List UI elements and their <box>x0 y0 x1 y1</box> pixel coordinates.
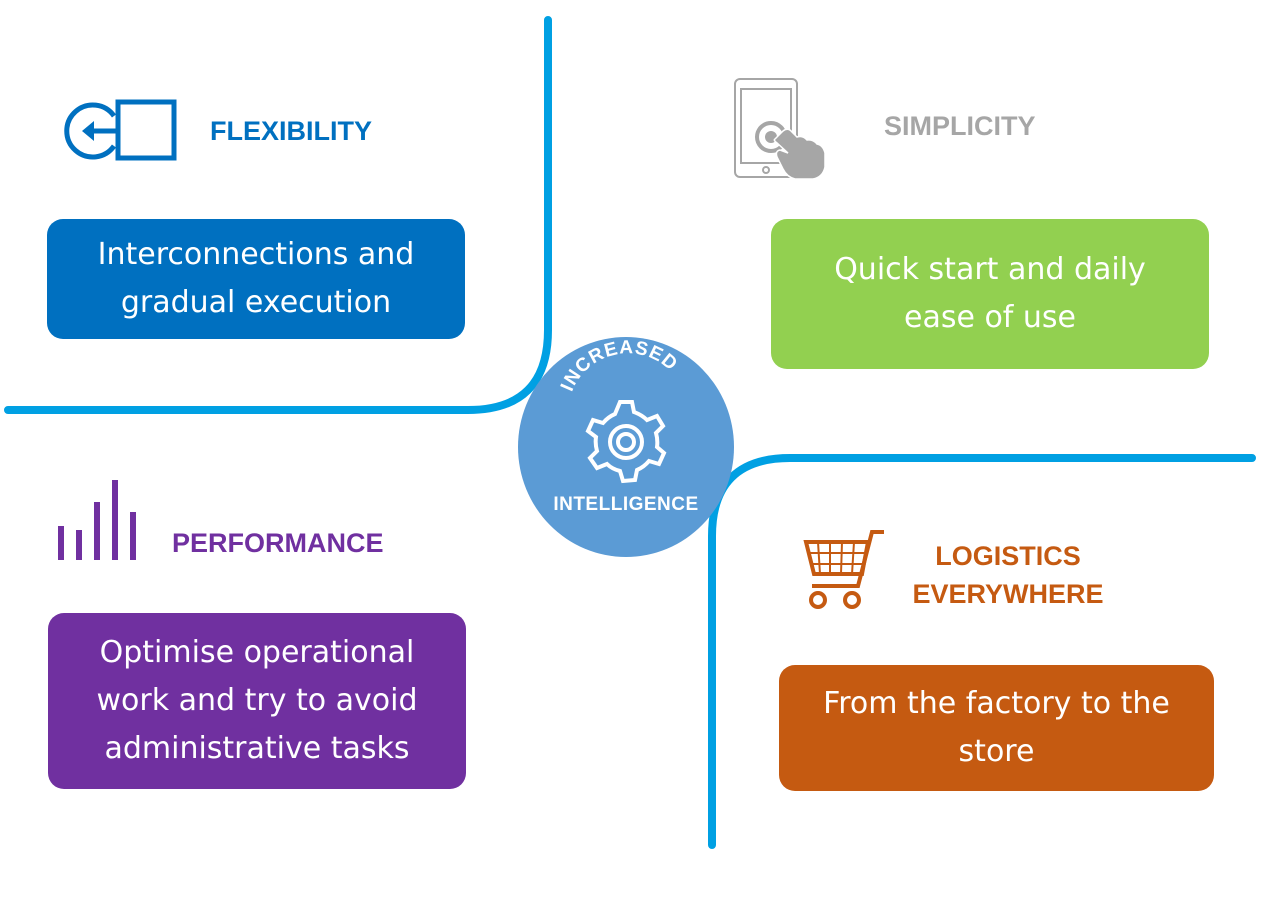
center-hub: INCREASED INTELLIGENCE <box>518 337 734 557</box>
shopping-cart-icon <box>803 530 884 609</box>
hub-bottom-text: INTELLIGENCE <box>553 494 698 515</box>
tablet-touch-icon <box>734 78 826 180</box>
logistics-title-line1: LOGISTICS <box>935 541 1081 571</box>
login-arrow-icon <box>64 99 177 161</box>
divider-bottom-right <box>708 454 1256 849</box>
performance-card: Optimise operational work and try to avo… <box>48 613 466 789</box>
flexibility-description: Interconnections and gradual execution <box>97 237 415 320</box>
logistics-title-line2: EVERYWHERE <box>912 579 1104 609</box>
logistics-description: From the factory to the store <box>823 686 1170 769</box>
logistics-card: From the factory to the store <box>779 665 1214 791</box>
flexibility-card: Interconnections and gradual execution <box>47 219 465 339</box>
gear-icon <box>585 400 667 484</box>
simplicity-description: Quick start and daily ease of use <box>834 252 1146 335</box>
hub-circle <box>518 337 734 557</box>
performance-description: Optimise operational work and try to avo… <box>96 635 418 766</box>
simplicity-card: Quick start and daily ease of use <box>771 219 1209 369</box>
performance-title: PERFORMANCE <box>172 528 384 558</box>
logistics-title: LOGISTICS EVERYWHERE <box>906 537 1110 613</box>
flexibility-title: FLEXIBILITY <box>210 116 372 146</box>
divider-top-left <box>4 16 552 414</box>
simplicity-title: SIMPLICITY <box>884 111 1036 141</box>
bar-chart-icon <box>58 480 136 560</box>
